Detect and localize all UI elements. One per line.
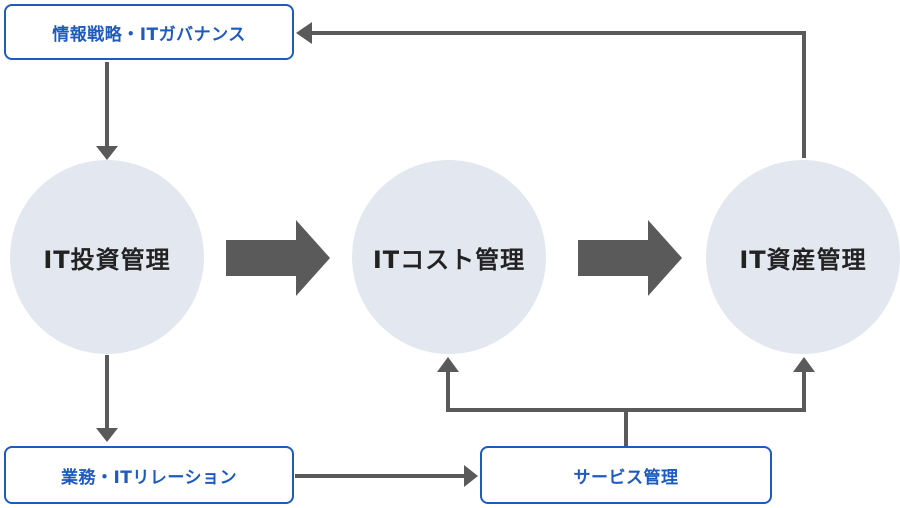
block-arrow-cost-to-asset — [578, 220, 682, 296]
arrow-service-to-asset — [626, 370, 806, 412]
arrow-asset-to-governance — [312, 31, 806, 158]
arrowhead-service-to-cost — [437, 357, 459, 372]
business-box: 業務・ITリレーション — [4, 446, 294, 504]
investment-circle: IT投資管理 — [10, 160, 204, 354]
arrowhead-governance-to-investment — [96, 146, 118, 160]
arrow-service-to-cost — [446, 370, 628, 446]
service-label: サービス管理 — [573, 467, 679, 488]
asset-circle: IT資産管理 — [706, 160, 900, 354]
business-label: 業務・ITリレーション — [60, 467, 238, 488]
asset-label: IT資産管理 — [739, 245, 867, 274]
arrowhead-service-to-asset — [793, 357, 815, 372]
arrowhead-investment-to-business — [96, 428, 118, 442]
investment-label: IT投資管理 — [43, 245, 171, 274]
block-arrow-investment-to-cost — [226, 220, 330, 296]
cost-label: ITコスト管理 — [372, 245, 526, 274]
service-box: サービス管理 — [480, 446, 772, 504]
governance-label: 情報戦略・ITガバナンス — [52, 24, 246, 45]
governance-box: 情報戦略・ITガバナンス — [4, 4, 294, 60]
arrowhead-asset-to-governance — [296, 22, 312, 44]
arrowhead-business-to-service — [464, 465, 478, 487]
cost-circle: ITコスト管理 — [352, 160, 546, 354]
